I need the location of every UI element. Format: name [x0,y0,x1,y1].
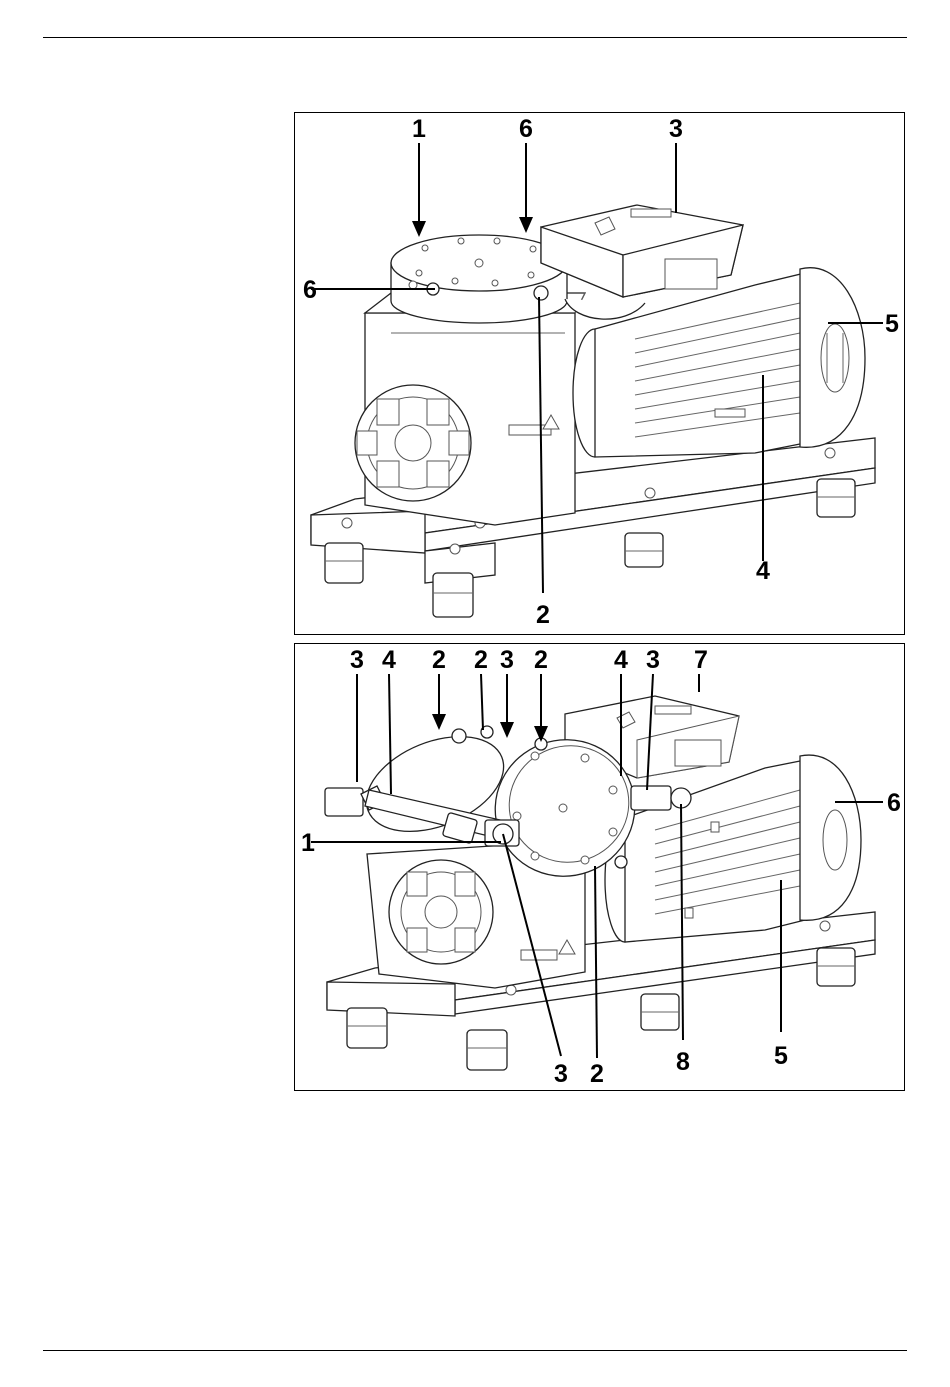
callout-8: 8 [676,1048,690,1076]
callout-6-top: 6 [519,115,533,143]
callout-3-a: 3 [350,646,364,674]
callout-2-d: 2 [590,1060,604,1088]
callout-3: 3 [669,115,683,143]
callout-1: 1 [412,115,426,143]
callout-1: 1 [301,829,315,857]
callout-2-a: 2 [432,646,446,674]
fan-grille [355,385,471,501]
fan-grille [389,860,493,964]
pump-drawing-1: 1 6 3 6 5 4 2 [295,113,905,635]
callout-3-b: 3 [500,646,514,674]
motor [605,755,861,942]
callout-7: 7 [694,646,708,674]
callout-4: 4 [756,557,770,585]
callout-2-b: 2 [474,646,488,674]
callout-6: 6 [887,789,901,817]
figure-pump-dual-head: 3 4 2 2 3 2 4 3 7 1 6 3 2 8 5 [294,643,905,1091]
callout-5: 5 [774,1042,788,1070]
callout-3-d: 3 [554,1060,568,1088]
header-rule [43,37,907,38]
callout-4-b: 4 [614,646,628,674]
callout-2-c: 2 [534,646,548,674]
motor [573,268,865,457]
footer-rule [43,1350,907,1351]
callout-6-left: 6 [303,276,317,304]
callout-2: 2 [536,601,550,629]
figure-pump-overview: 1 6 3 6 5 4 2 [294,112,905,635]
callout-3-c: 3 [646,646,660,674]
pump-drawing-2: 3 4 2 2 3 2 4 3 7 1 6 3 2 8 5 [295,644,905,1091]
callout-5: 5 [885,310,899,338]
callout-4-a: 4 [382,646,396,674]
